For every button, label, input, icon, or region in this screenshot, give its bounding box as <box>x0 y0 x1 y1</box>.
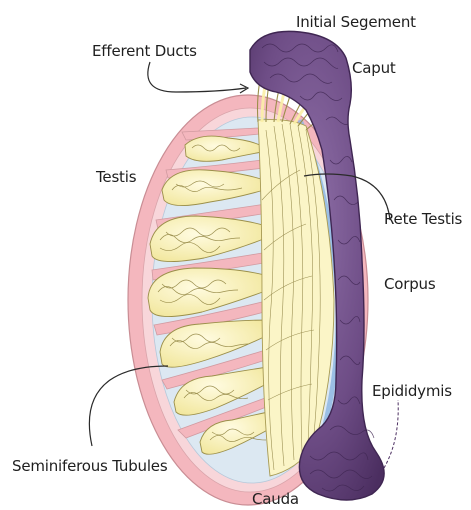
label-efferent-ducts: Efferent Ducts <box>92 42 197 60</box>
efferent-ducts-leader <box>148 62 246 92</box>
label-caput: Caput <box>352 59 396 77</box>
vas-deferens <box>384 400 398 468</box>
label-testis: Testis <box>96 168 136 186</box>
label-seminiferous-tubules: Seminiferous Tubules <box>12 457 167 475</box>
label-cauda: Cauda <box>252 490 299 508</box>
label-rete-testis: Rete Testis <box>384 210 462 228</box>
label-initial-segment: Initial Segement <box>296 13 416 31</box>
label-epididymis: Epididymis <box>372 382 452 400</box>
label-corpus: Corpus <box>384 275 435 293</box>
